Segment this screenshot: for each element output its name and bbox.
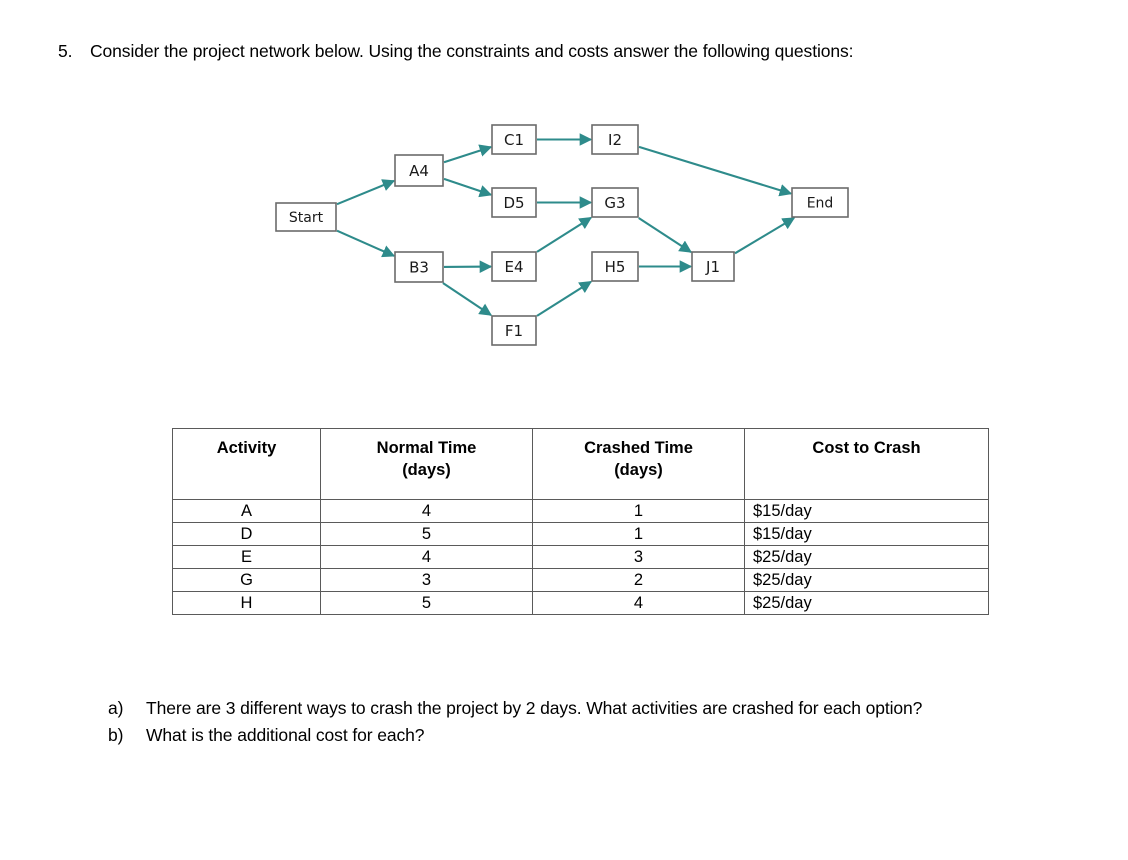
node-J: J1 (691, 251, 735, 282)
cell-cost-to-crash: $25/day (744, 545, 989, 569)
column-header-activity: Activity (172, 428, 321, 500)
node-box-D (491, 187, 537, 218)
node-box-end (791, 187, 849, 218)
edge-I-to-end (638, 145, 793, 197)
header-line-1: Activity (216, 439, 277, 457)
cell-normal-time: 4 (320, 545, 533, 569)
node-I: I2 (591, 124, 639, 155)
header-line-1: Cost to Crash (812, 439, 921, 457)
cell-normal-time: 4 (320, 499, 533, 523)
node-label-I: I2 (608, 131, 622, 149)
node-box-G (591, 187, 639, 218)
column-header-cost-to-crash: Cost to Crash (744, 428, 989, 500)
column-header-normal-time: Normal Time (days) (320, 428, 533, 500)
node-D: D5 (491, 187, 537, 218)
question-text: Consider the project network below. Usin… (90, 41, 854, 61)
node-G: G3 (591, 187, 639, 218)
node-end: End (791, 187, 849, 218)
node-B: B3 (394, 251, 444, 283)
node-box-I (591, 124, 639, 155)
edge-E-to-G (536, 216, 593, 253)
sub-question-text: There are 3 different ways to crash the … (146, 698, 923, 718)
cell-activity: D (172, 522, 321, 546)
edge-J-to-end (734, 217, 796, 255)
edge-start-to-A (336, 179, 396, 206)
node-box-B (394, 251, 444, 283)
node-F: F1 (491, 315, 537, 346)
cell-crashed-time: 1 (532, 522, 745, 546)
cell-normal-time: 3 (320, 568, 533, 592)
node-label-C: C1 (504, 131, 524, 149)
node-box-F (491, 315, 537, 346)
cell-crashed-time: 4 (532, 591, 745, 615)
edge-A-to-C (443, 144, 493, 164)
sub-questions-list: a) There are 3 different ways to crash th… (108, 696, 1068, 750)
cell-activity: G (172, 568, 321, 592)
cell-normal-time: 5 (320, 522, 533, 546)
node-start: Start (275, 202, 337, 232)
table-header-row: Activity Normal Time (days) Crashed Time… (172, 428, 989, 500)
header-line-2: (days) (402, 461, 451, 480)
question-number: 5. (58, 41, 73, 61)
sub-question-text: What is the additional cost for each? (146, 724, 425, 745)
node-label-H: H5 (605, 258, 626, 276)
cell-crashed-time: 3 (532, 545, 745, 569)
cell-cost-to-crash: $25/day (744, 568, 989, 592)
node-box-J (691, 251, 735, 282)
sub-question-marker: a) (108, 698, 124, 718)
edge-B-to-F (442, 282, 493, 316)
edge-F-to-H (536, 280, 593, 317)
cell-crashed-time: 2 (532, 568, 745, 592)
cell-activity: A (172, 499, 321, 523)
cell-cost-to-crash: $15/day (744, 522, 989, 546)
node-label-J: J1 (705, 258, 720, 276)
sub-question-item: b) What is the additional cost for each? (108, 723, 1068, 748)
node-A: A4 (394, 154, 444, 187)
node-H: H5 (591, 251, 639, 282)
node-box-A (394, 154, 444, 187)
node-label-E: E4 (504, 258, 523, 276)
node-label-A: A4 (409, 162, 429, 180)
cell-activity: E (172, 545, 321, 569)
header-line-2: (days) (614, 461, 663, 480)
node-C: C1 (491, 124, 537, 155)
edge-G-to-J (638, 217, 693, 253)
edge-A-to-D (443, 177, 493, 198)
node-box-H (591, 251, 639, 282)
cell-cost-to-crash: $25/day (744, 591, 989, 615)
sub-question-marker: b) (108, 724, 124, 745)
node-E: E4 (491, 251, 537, 282)
node-box-start (275, 202, 337, 232)
cell-activity: H (172, 591, 321, 615)
header-line-1: Normal Time (376, 439, 477, 457)
node-label-F: F1 (505, 322, 523, 340)
header-line-1: Crashed Time (584, 439, 693, 457)
cell-crashed-time: 1 (532, 499, 745, 523)
diagram-edges (336, 133, 796, 317)
node-box-C (491, 124, 537, 155)
node-label-end: End (807, 196, 834, 212)
node-label-D: D5 (503, 194, 524, 212)
question-prompt: 5. Consider the project network below. U… (58, 40, 1088, 64)
node-label-B: B3 (409, 259, 429, 277)
edge-start-to-B (336, 229, 396, 258)
column-header-crashed-time: Crashed Time (days) (532, 428, 745, 500)
activity-crash-table: Activity Normal Time (days) Crashed Time… (172, 428, 989, 615)
node-box-E (491, 251, 537, 282)
node-label-G: G3 (604, 194, 625, 212)
cell-normal-time: 5 (320, 591, 533, 615)
node-label-start: Start (289, 210, 324, 226)
cell-cost-to-crash: $15/day (744, 499, 989, 523)
sub-question-item: a) There are 3 different ways to crash th… (108, 696, 1068, 721)
